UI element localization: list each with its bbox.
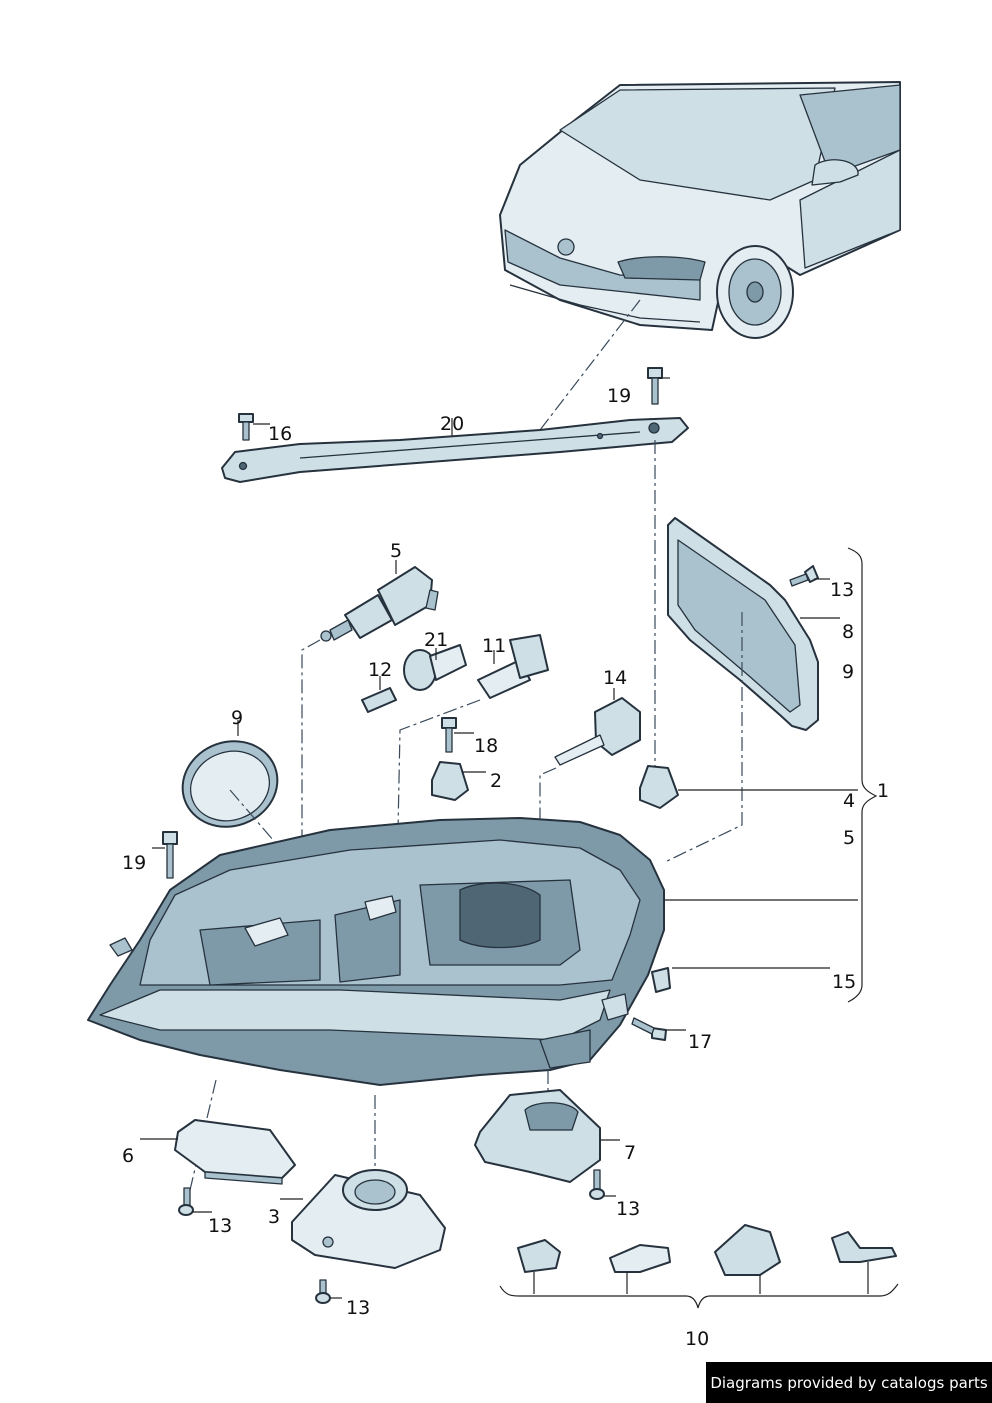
screw-17	[631, 1017, 667, 1041]
mounting-bracket	[221, 417, 689, 483]
screw-16	[238, 413, 254, 441]
clip-15	[651, 967, 671, 993]
clip-2	[431, 761, 469, 801]
screw-13-cover	[789, 565, 819, 587]
label-13-bracket7: 13	[616, 1198, 640, 1220]
bulb-21	[403, 644, 467, 691]
label-2: 2	[490, 770, 502, 792]
leader-lines	[140, 377, 858, 1299]
label-13-ballast: 13	[346, 1297, 370, 1319]
car-illustration	[499, 81, 901, 339]
ballast-3	[291, 1169, 446, 1269]
label-18: 18	[474, 735, 498, 757]
component-5	[320, 566, 439, 642]
label-5-side: 5	[843, 827, 855, 849]
label-17: 17	[688, 1031, 712, 1053]
xenon-bulb-14	[554, 697, 641, 766]
label-12: 12	[368, 659, 392, 681]
bulb-12	[361, 687, 397, 713]
bulb-11	[477, 634, 549, 699]
label-4: 4	[843, 790, 855, 812]
clip-4	[639, 765, 679, 809]
screw-13-bracket7	[589, 1169, 605, 1200]
module-6	[174, 1119, 296, 1185]
label-11: 11	[482, 635, 506, 657]
label-10: 10	[685, 1328, 709, 1350]
bracket-7	[474, 1089, 601, 1183]
label-8: 8	[842, 621, 854, 643]
label-7: 7	[624, 1142, 636, 1164]
label-19-left: 19	[122, 852, 146, 874]
credit-banner: Diagrams provided by catalogs parts	[706, 1362, 992, 1403]
label-15: 15	[832, 971, 856, 993]
label-3: 3	[268, 1206, 280, 1228]
label-21: 21	[424, 629, 448, 651]
screw-18	[441, 717, 457, 753]
label-19-top: 19	[607, 385, 631, 407]
label-9-ring: 9	[231, 707, 243, 729]
label-20: 20	[440, 413, 464, 435]
label-14: 14	[603, 667, 627, 689]
label-13-module6: 13	[208, 1215, 232, 1237]
connector-group-10	[499, 1224, 899, 1309]
label-13-cover: 13	[830, 579, 854, 601]
ring-9	[181, 740, 279, 828]
label-6: 6	[122, 1145, 134, 1167]
screw-13-module6	[178, 1187, 194, 1216]
headlight-housing	[87, 817, 665, 1086]
cover-8	[667, 517, 819, 731]
screw-13-ballast	[315, 1279, 331, 1304]
label-9-side: 9	[842, 661, 854, 683]
screw-19-left	[162, 831, 178, 879]
screw-19-top	[647, 367, 663, 405]
label-1: 1	[877, 780, 889, 802]
label-5-top: 5	[390, 540, 402, 562]
label-16: 16	[268, 423, 292, 445]
